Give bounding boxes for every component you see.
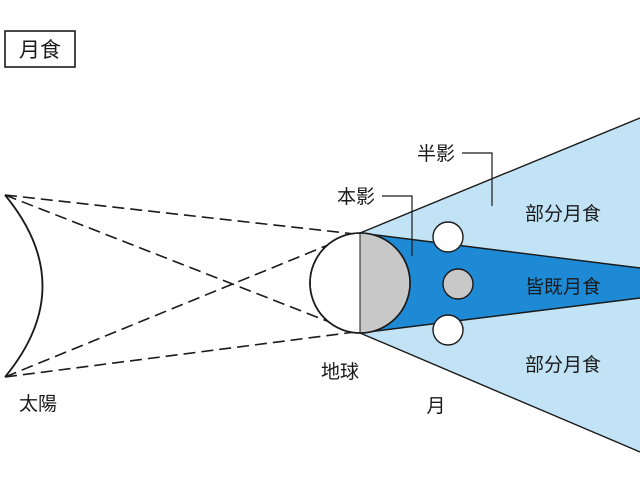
umbra-boundary-top — [359, 232, 640, 269]
umbra-region — [360, 233, 640, 333]
label-partial-bottom: 部分月食 — [525, 354, 601, 376]
penumbra-boundary-bottom — [359, 332, 640, 453]
umbra-leader-line — [382, 195, 413, 256]
sun-rays — [4, 194, 356, 378]
label-penumbra: 半影 — [417, 143, 455, 165]
earth-outline — [309, 232, 411, 334]
moon-partial-bottom — [432, 314, 464, 346]
ray-bottom-outer — [4, 331, 356, 378]
earth-night-side — [360, 233, 410, 333]
umbra-boundary-bottom — [359, 297, 640, 334]
label-moon: 月 — [426, 395, 445, 417]
moon-partial-top — [432, 221, 464, 253]
diagram-title: 月食 — [19, 38, 61, 62]
moon-total — [442, 268, 474, 300]
ray-top-outer — [4, 194, 356, 235]
label-sun: 太陽 — [19, 393, 57, 415]
label-earth: 地球 — [321, 361, 359, 383]
penumbra-boundary-top — [359, 117, 640, 234]
ray-bottom-cross — [4, 233, 356, 378]
label-partial-top: 部分月食 — [525, 203, 601, 225]
label-umbra: 本影 — [337, 186, 375, 208]
title-box — [4, 30, 76, 68]
label-total: 皆既月食 — [525, 276, 601, 298]
penumbra-leader-line — [462, 152, 493, 206]
sun-shape — [4, 194, 44, 378]
ray-top-cross — [4, 194, 356, 333]
